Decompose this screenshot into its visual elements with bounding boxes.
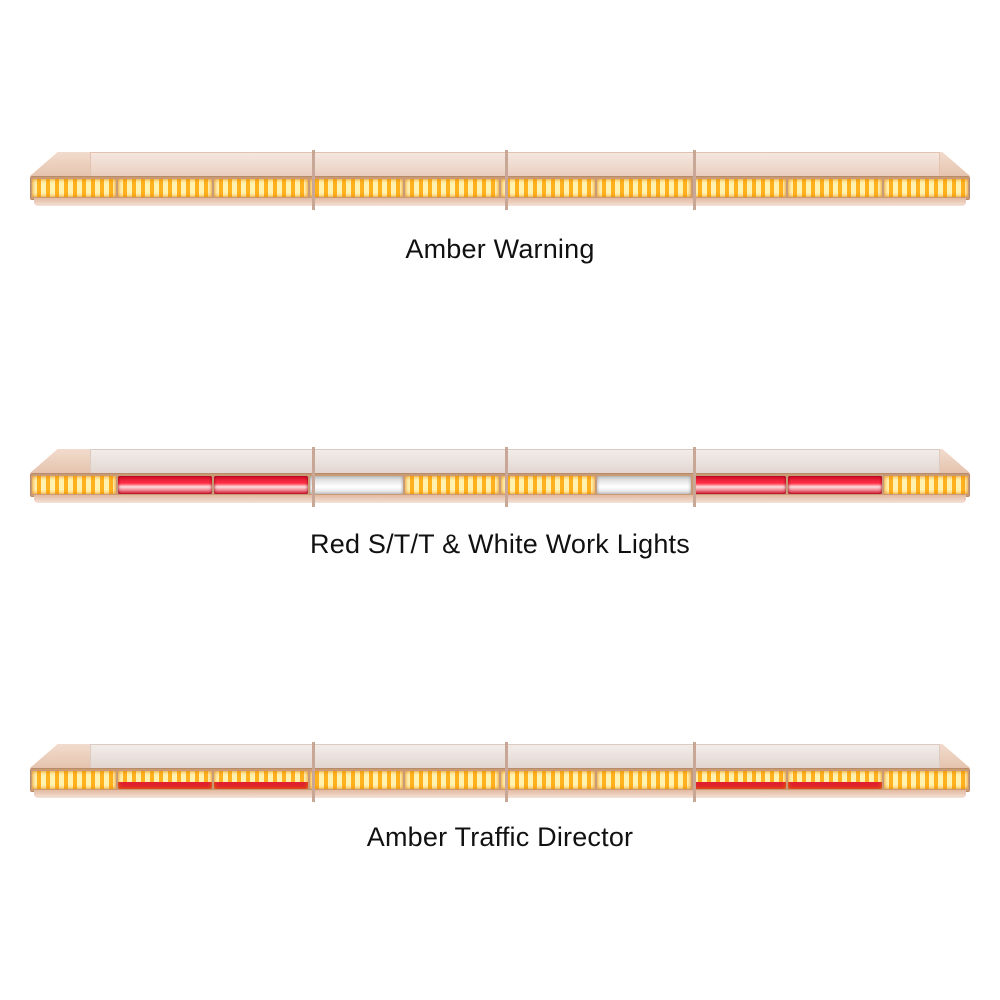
- led-segment-amber: [596, 771, 691, 789]
- bar-base: [34, 495, 966, 503]
- led-segment-red: [692, 476, 787, 494]
- led-segment-amber: [309, 179, 404, 197]
- variant-caption: Red S/T/T & White Work Lights: [310, 529, 690, 559]
- led-strip: [30, 473, 970, 497]
- led-segment-amber: [309, 771, 404, 789]
- module-seam: [693, 742, 696, 802]
- bar-lens-top: [90, 152, 940, 177]
- variant-caption: Amber Warning: [405, 234, 595, 264]
- variant-caption: Amber Traffic Director: [366, 822, 634, 852]
- light-bar: [30, 447, 970, 507]
- led-segment-amber: [501, 476, 595, 494]
- module-seam: [505, 447, 508, 507]
- led-segment-red: [213, 476, 308, 494]
- led-segment-amber: [32, 179, 116, 197]
- module-seam: [505, 150, 508, 210]
- light-bar: [30, 150, 970, 210]
- led-segment-white: [596, 476, 691, 494]
- led-segment-red: [788, 476, 882, 494]
- bar-lens-top: [90, 744, 940, 769]
- led-segment-amber: [32, 771, 116, 789]
- led-segment-amber: [788, 179, 882, 197]
- module-seam: [693, 150, 696, 210]
- led-segment-amber: [596, 179, 691, 197]
- led-segment-amber: [692, 179, 787, 197]
- led-segment-amber-red: [788, 771, 882, 789]
- led-segment-amber: [213, 179, 308, 197]
- led-segment-amber: [501, 179, 595, 197]
- led-segment-amber: [32, 476, 116, 494]
- led-segment-amber-red: [118, 771, 212, 789]
- led-strip: [30, 176, 970, 200]
- led-segment-amber: [405, 771, 499, 789]
- module-seam: [312, 150, 315, 210]
- light-bar: [30, 742, 970, 802]
- led-segment-amber: [884, 771, 968, 789]
- led-segment-white: [309, 476, 404, 494]
- module-seam: [312, 447, 315, 507]
- led-strip: [30, 768, 970, 792]
- led-segment-red: [118, 476, 212, 494]
- led-segment-amber-red: [213, 771, 308, 789]
- module-seam: [312, 742, 315, 802]
- bar-base: [34, 790, 966, 798]
- led-segment-amber: [405, 476, 499, 494]
- led-segment-amber: [118, 179, 212, 197]
- module-seam: [693, 447, 696, 507]
- led-segment-amber: [884, 476, 968, 494]
- led-segment-amber-red: [692, 771, 787, 789]
- led-segment-amber: [405, 179, 499, 197]
- led-segment-amber: [501, 771, 595, 789]
- module-seam: [505, 742, 508, 802]
- led-segment-amber: [884, 179, 968, 197]
- bar-lens-top: [90, 449, 940, 474]
- bar-base: [34, 198, 966, 206]
